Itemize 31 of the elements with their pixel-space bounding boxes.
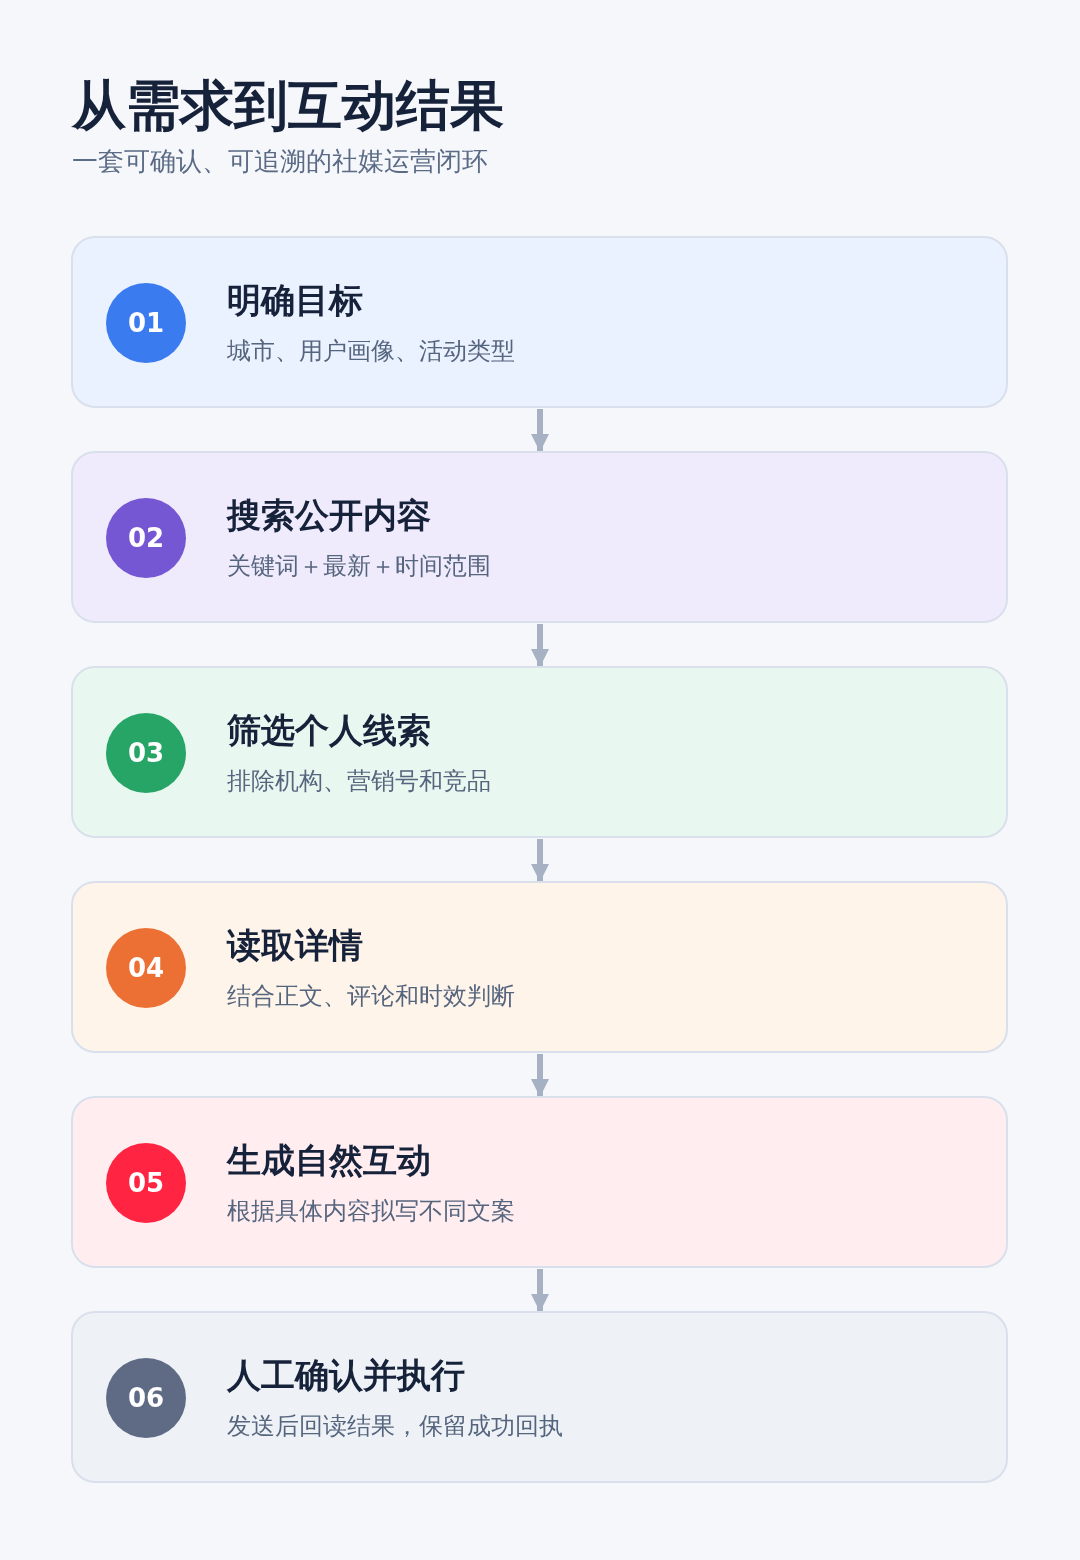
step-number: 03 bbox=[106, 713, 186, 793]
step-number: 01 bbox=[106, 283, 186, 363]
step-card bbox=[71, 236, 1008, 408]
step-title: 搜索公开内容 bbox=[227, 495, 431, 536]
step-description: 根据具体内容拟写不同文案 bbox=[227, 1196, 515, 1227]
arrow bbox=[531, 409, 549, 452]
step-title: 生成自然互动 bbox=[227, 1140, 431, 1181]
step-card bbox=[71, 881, 1008, 1053]
step-number: 06 bbox=[106, 1358, 186, 1438]
arrow bbox=[531, 839, 549, 882]
step-number: 05 bbox=[106, 1143, 186, 1223]
arrow bbox=[531, 1054, 549, 1097]
step-card bbox=[71, 451, 1008, 623]
step-title: 读取详情 bbox=[227, 925, 363, 966]
subtitle: 一套可确认、可追溯的社媒运营闭环 bbox=[72, 145, 488, 178]
step-description: 排除机构、营销号和竞品 bbox=[227, 766, 491, 797]
step-title: 人工确认并执行 bbox=[227, 1355, 465, 1396]
arrow bbox=[531, 1269, 549, 1312]
arrow bbox=[531, 624, 549, 667]
step-card bbox=[71, 1096, 1008, 1268]
page-title: 从需求到互动结果 bbox=[72, 74, 504, 139]
step-card bbox=[71, 666, 1008, 838]
step-description: 城市、用户画像、活动类型 bbox=[227, 336, 515, 367]
step-title: 筛选个人线索 bbox=[227, 710, 431, 751]
step-card bbox=[71, 1311, 1008, 1483]
step-description: 关键词＋最新＋时间范围 bbox=[227, 551, 491, 582]
step-number: 02 bbox=[106, 498, 186, 578]
step-description: 发送后回读结果，保留成功回执 bbox=[227, 1411, 563, 1442]
step-title: 明确目标 bbox=[227, 280, 363, 321]
step-number: 04 bbox=[106, 928, 186, 1008]
step-description: 结合正文、评论和时效判断 bbox=[227, 981, 515, 1012]
